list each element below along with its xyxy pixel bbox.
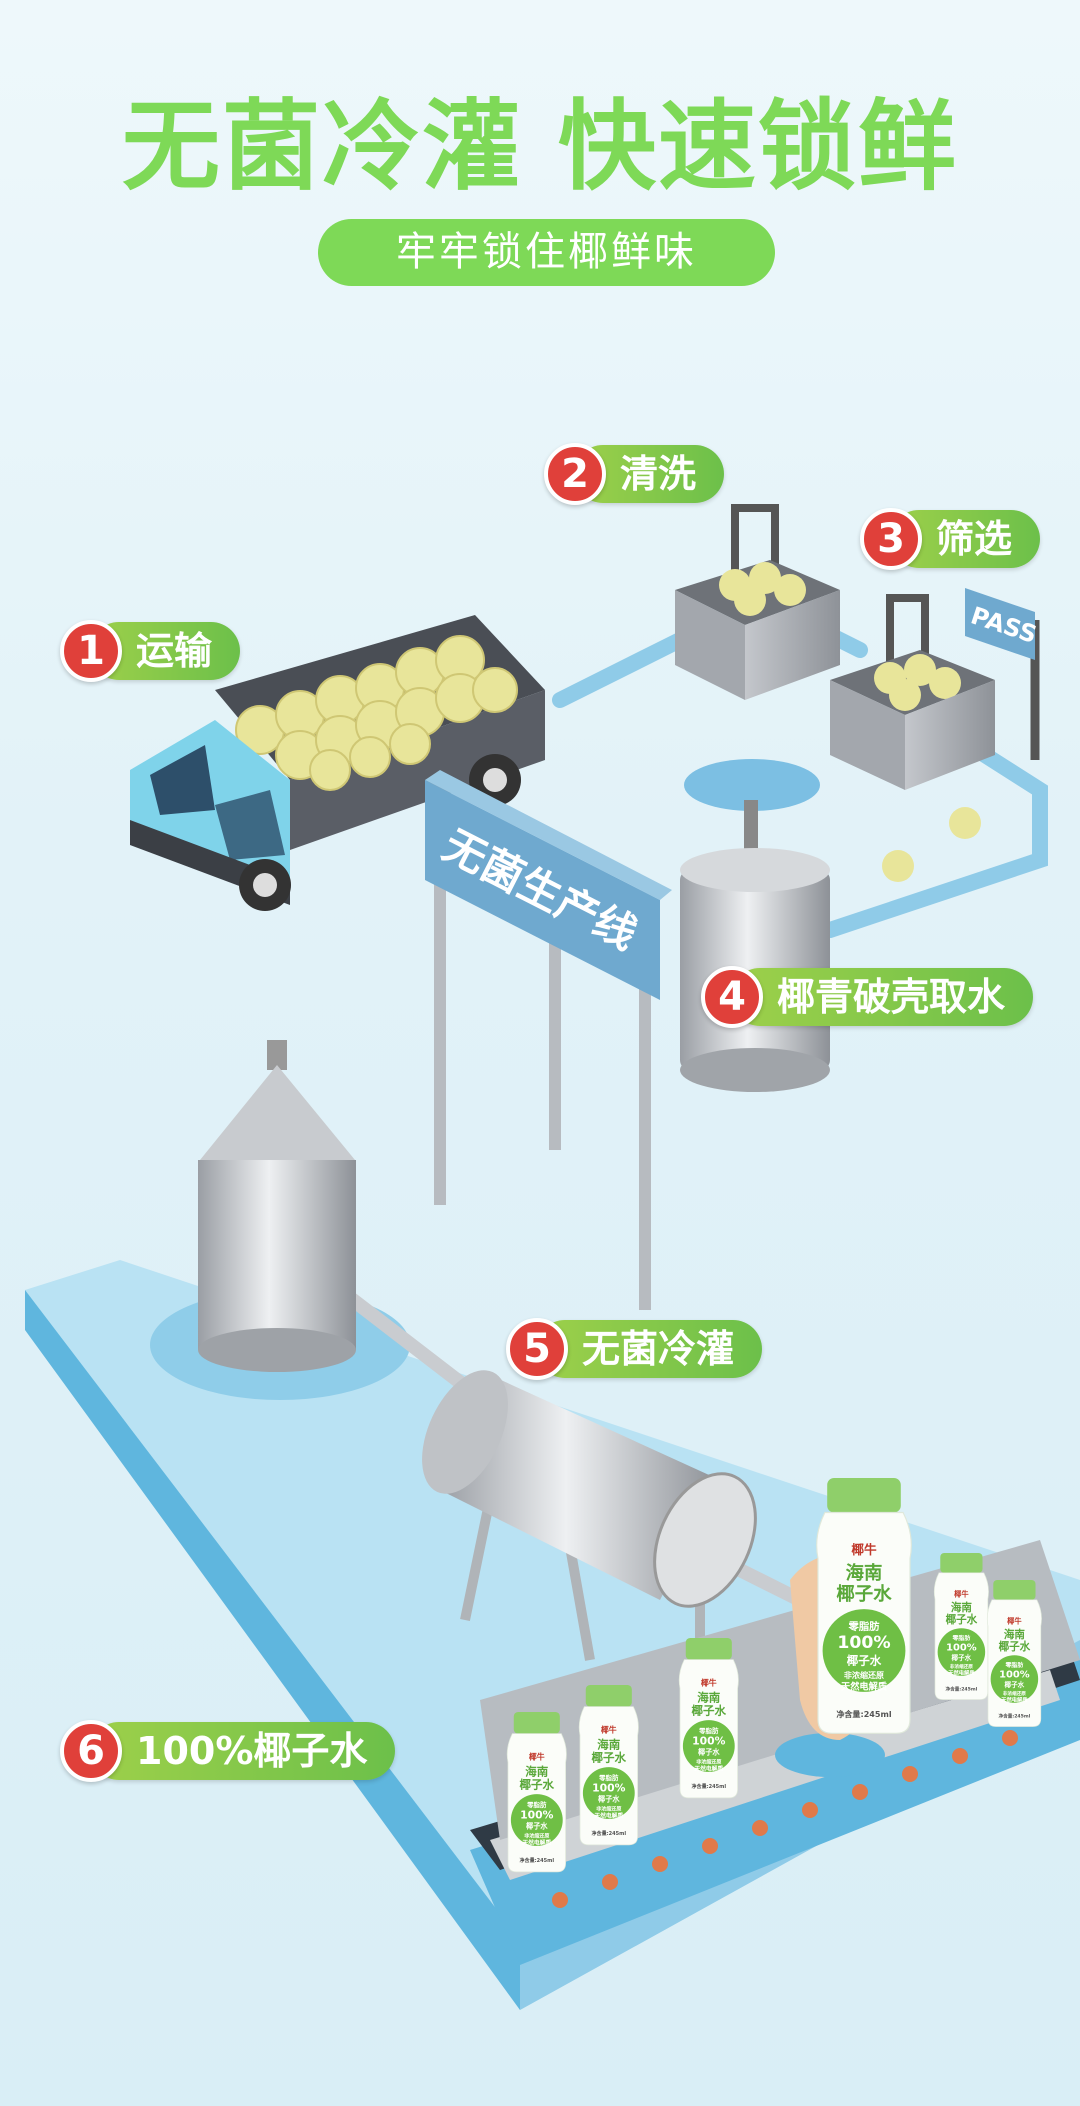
step-5-badge: 5 无菌冷灌	[506, 1318, 763, 1380]
bottle-label-claim1: 零脂肪	[698, 1726, 719, 1735]
bottle-label-claim4: 非浓缩还原	[1003, 1690, 1026, 1697]
step-number: 4	[701, 966, 763, 1028]
bottle-label-claim3: 椰子水	[952, 1653, 972, 1662]
bottle-label-claim5: 天然电解质	[694, 1764, 723, 1772]
bottle-label-name-line1: 海南	[525, 1764, 549, 1778]
bottle-label-volume: 净含量:245ml	[692, 1783, 727, 1790]
step-2-badge: 2 清洗	[544, 443, 725, 505]
bottle-label-brand: 椰牛	[529, 1752, 545, 1762]
step-label: 无菌冷灌	[536, 1320, 763, 1378]
step-4-badge: 4 椰青破壳取水	[701, 966, 1034, 1028]
bottle-label-claim5: 天然电解质	[522, 1838, 551, 1846]
step-number: 5	[506, 1318, 568, 1380]
bottle-label-claim3: 椰子水	[598, 1795, 620, 1804]
bottle-label-name-line1: 海南	[1004, 1628, 1026, 1641]
bottle-label-volume: 净含量:245ml	[592, 1830, 627, 1837]
bottle-label-name-line2: 椰子水	[692, 1703, 727, 1717]
bottle-label-claim1: 零脂肪	[847, 1620, 880, 1633]
bottle-label-claim2: 100%	[999, 1670, 1030, 1681]
bottle-label-claim4: 非浓缩还原	[950, 1663, 973, 1670]
bottle-label-brand: 椰牛	[701, 1678, 717, 1688]
bottle-label-claim1: 零脂肪	[526, 1800, 547, 1809]
bottle-label-claim5: 天然电解质	[948, 1668, 975, 1676]
bottle-label-brand: 椰牛	[954, 1590, 969, 1599]
step-label: 100%椰子水	[90, 1722, 396, 1780]
bottle-label-claim1: 零脂肪	[951, 1634, 970, 1642]
bottle-label-name-line2: 椰子水	[836, 1583, 892, 1605]
bottle-label-claim2: 100%	[692, 1735, 726, 1748]
subtitle-pill: 牢牢锁住椰鲜味	[318, 219, 775, 286]
bottle-label-name-line1: 海南	[951, 1601, 973, 1614]
truck-illustration	[130, 615, 545, 911]
bottle-label-claim3: 椰子水	[1005, 1680, 1025, 1689]
coconuts	[235, 635, 518, 791]
pass-sign: PASS	[965, 588, 1040, 760]
bottle-label-claim4: 非浓缩还原	[596, 1805, 621, 1812]
bottle-label-name-line2: 椰子水	[946, 1613, 978, 1626]
bottle-label-claim4: 非浓缩还原	[696, 1758, 721, 1765]
bottle-label-volume: 净含量:245ml	[836, 1709, 892, 1719]
bottle-label-name-line1: 海南	[697, 1690, 721, 1704]
bottle-label-claim4: 非浓缩还原	[844, 1670, 884, 1680]
step-6-badge: 6 100%椰子水	[60, 1720, 396, 1782]
bottle-label-claim2: 100%	[520, 1809, 554, 1822]
bottle-label-volume: 净含量:245ml	[999, 1712, 1031, 1719]
bottle-label-name-line1: 海南	[846, 1562, 883, 1584]
bottle-label-claim5: 天然电解质	[1001, 1695, 1028, 1703]
bottle-label-claim1: 零脂肪	[1004, 1661, 1023, 1669]
step-number: 6	[60, 1720, 122, 1782]
bottle-label-claim5: 天然电解质	[594, 1811, 623, 1819]
step-1-badge: 1 运输	[60, 620, 241, 682]
bottle-label-claim2: 100%	[837, 1633, 890, 1653]
bottle-label-name-line1: 海南	[597, 1737, 621, 1751]
step-number: 1	[60, 620, 122, 682]
screening-box	[830, 594, 995, 882]
storage-tank	[198, 1040, 356, 1372]
bottle-label-brand: 椰牛	[601, 1725, 617, 1735]
bottle-label-claim1: 零脂肪	[598, 1773, 619, 1782]
bottle-label-name-line2: 椰子水	[520, 1777, 555, 1791]
bottle-label-claim2: 100%	[946, 1643, 977, 1654]
bottle-label-name-line2: 椰子水	[999, 1640, 1031, 1653]
production-line-sign: 无菌生产线	[425, 770, 672, 1310]
washing-box	[675, 504, 840, 700]
bottle-label-claim2: 100%	[592, 1782, 626, 1795]
bottle-label-claim5: 天然电解质	[841, 1681, 887, 1693]
bottle-label-claim3: 椰子水	[847, 1653, 882, 1667]
bottle-label-claim3: 椰子水	[526, 1822, 548, 1831]
bottle-label-name-line2: 椰子水	[592, 1750, 627, 1764]
coconut-press	[680, 759, 830, 1092]
page-title: 无菌冷灌 快速锁鲜	[121, 90, 959, 204]
step-number: 2	[544, 443, 606, 505]
bottle-label-brand: 椰牛	[851, 1542, 877, 1557]
cold-filling-tank	[422, 1370, 757, 1700]
step-label: 椰青破壳取水	[731, 968, 1034, 1026]
bottle-label-claim4: 非浓缩还原	[524, 1832, 549, 1839]
step-3-badge: 3 筛选	[860, 508, 1041, 570]
bottle-label-volume: 净含量:245ml	[520, 1857, 555, 1864]
bottle-label-claim3: 椰子水	[698, 1748, 720, 1757]
bottle-label-brand: 椰牛	[1007, 1617, 1022, 1626]
bottle-label-volume: 净含量:245ml	[946, 1685, 978, 1692]
step-number: 3	[860, 508, 922, 570]
